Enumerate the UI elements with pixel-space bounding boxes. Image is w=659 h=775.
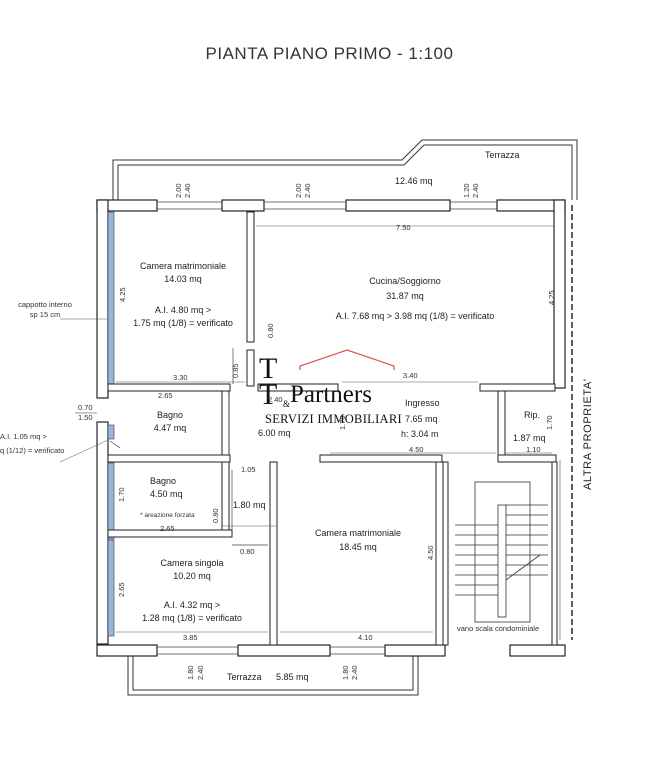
dim-340: 3.40: [403, 371, 418, 380]
dim-080c: 0.80: [240, 547, 255, 556]
closet-area: 1.80 mq: [233, 500, 266, 510]
dim-070: 0.70: [78, 403, 93, 412]
rip-area: 1.87 mq: [513, 433, 546, 443]
dim-170a: 1.70: [338, 415, 347, 430]
dimension-lines: [59, 225, 554, 633]
bagno2-note: * areazione forzata: [140, 512, 195, 519]
bagno1-area: 4.47 mq: [154, 423, 187, 433]
disimpegno-area: 6.00 mq: [258, 428, 291, 438]
singola-name: Camera singola: [160, 558, 223, 568]
dim-w4-s: 2.40: [196, 665, 205, 680]
bagno1-name: Bagno: [157, 410, 183, 420]
dim-080a: 0.80: [266, 323, 275, 338]
dim-240: 2.40: [268, 395, 283, 404]
dim-150: 1.50: [78, 413, 93, 422]
windows: [157, 201, 497, 655]
dim-w1-h: 2.00: [174, 183, 183, 198]
terrace-bottom-area: 5.85 mq: [276, 672, 309, 682]
rip-name: Rip.: [524, 410, 540, 420]
singola-area: 10.20 mq: [173, 571, 211, 581]
dim-170c: 1.70: [117, 487, 126, 502]
terrace-bottom-outline: [127, 655, 419, 696]
insulation-hatch: [107, 211, 115, 637]
dim-w1-s: 2.40: [183, 183, 192, 198]
altra-proprieta: ALTRA PROPRIETA': [582, 378, 594, 490]
cappotto-line1: cappotto interno: [18, 300, 72, 309]
dim-410: 4.10: [358, 633, 373, 642]
dim-bedroom1-width: 3.30: [173, 373, 188, 382]
bagno-ai-line1: A.I. 1.05 mq >: [0, 432, 48, 441]
logo-subtitle: SERVIZI IMMOBILIARI: [265, 412, 402, 426]
logo-letter-bottom: T: [259, 378, 277, 411]
logo-amp: &: [283, 399, 290, 409]
dim-265a: 2.65: [158, 391, 173, 400]
bedroom1-ai-line2: 1.75 mq (1/8) = verificato: [133, 318, 233, 328]
dim-080b: 0.80: [211, 508, 220, 523]
logo-letter-top: T: [259, 352, 277, 385]
logo-watermark: T T & Partners SERVIZI IMMOBILIARI: [259, 349, 402, 426]
bagno-ai-line2: q (1/12) = verificato: [0, 446, 64, 455]
dim-w3-h: 1.20: [462, 183, 471, 198]
kitchen-name: Cucina/Soggiorno: [369, 276, 441, 286]
stair-name: vano scala condominiale: [457, 624, 539, 633]
bagno2-name: Bagno: [150, 476, 176, 486]
dim-w5-s: 2.40: [350, 665, 359, 680]
bedroom2-name: Camera matrimoniale: [315, 528, 401, 538]
ingresso-area: 7.65 mq: [405, 414, 438, 424]
dim-385: 3.85: [183, 633, 198, 642]
kitchen-area: 31.87 mq: [386, 291, 424, 301]
dim-w5-h: 1.80: [341, 665, 350, 680]
logo-roof: [299, 349, 395, 370]
dim-450v: 4.50: [426, 545, 435, 560]
bedroom1-area: 14.03 mq: [164, 274, 202, 284]
dim-450h: 4.50: [409, 445, 424, 454]
terrace-top-name: Terrazza: [485, 150, 520, 160]
dim-265c: 2.65: [117, 582, 126, 597]
terrace-bottom-name: Terrazza: [227, 672, 262, 682]
interior-walls: [107, 211, 558, 646]
dim-110: 1.10: [526, 445, 541, 454]
singola-ai-line2: 1.28 mq (1/8) = verificato: [142, 613, 242, 623]
singola-ai-line1: A.I. 4.32 mq >: [164, 600, 220, 610]
dim-bedroom1-depth: 4.25: [118, 287, 127, 302]
kitchen-ai-line: A.I. 7.68 mq > 3.98 mq (1/8) = verificat…: [336, 311, 495, 321]
dim-105: 1.05: [241, 465, 256, 474]
dim-085: 0.85: [231, 363, 240, 378]
dim-w3-s: 2.40: [471, 183, 480, 198]
dim-kitchen-depth: 4.25: [547, 290, 556, 305]
dim-w2-h: 2.00: [294, 183, 303, 198]
terrace-top-area: 12.46 mq: [395, 176, 433, 186]
dim-170b: 1.70: [545, 415, 554, 430]
dim-w4-h: 1.80: [186, 665, 195, 680]
dim-265b: 2.65: [160, 524, 175, 533]
logo-word: Partners: [290, 381, 372, 408]
bedroom1-ai-line1: A.I. 4.80 mq >: [155, 305, 211, 315]
dim-kitchen-width: 7.50: [396, 223, 411, 232]
door-lines: [109, 348, 268, 546]
bedroom1-name: Camera matrimoniale: [140, 261, 226, 271]
dim-w2-s: 2.40: [303, 183, 312, 198]
terrace-top-outline: [112, 139, 578, 200]
ingresso-height: h: 3.04 m: [401, 429, 439, 439]
ingresso-name: Ingresso: [405, 398, 440, 408]
cappotto-line2: sp 15 cm: [30, 310, 60, 319]
staircase: [455, 481, 548, 623]
plan-title: PIANTA PIANO PRIMO - 1:100: [205, 44, 454, 63]
bedroom2-area: 18.45 mq: [339, 542, 377, 552]
bagno2-area: 4.50 mq: [150, 489, 183, 499]
